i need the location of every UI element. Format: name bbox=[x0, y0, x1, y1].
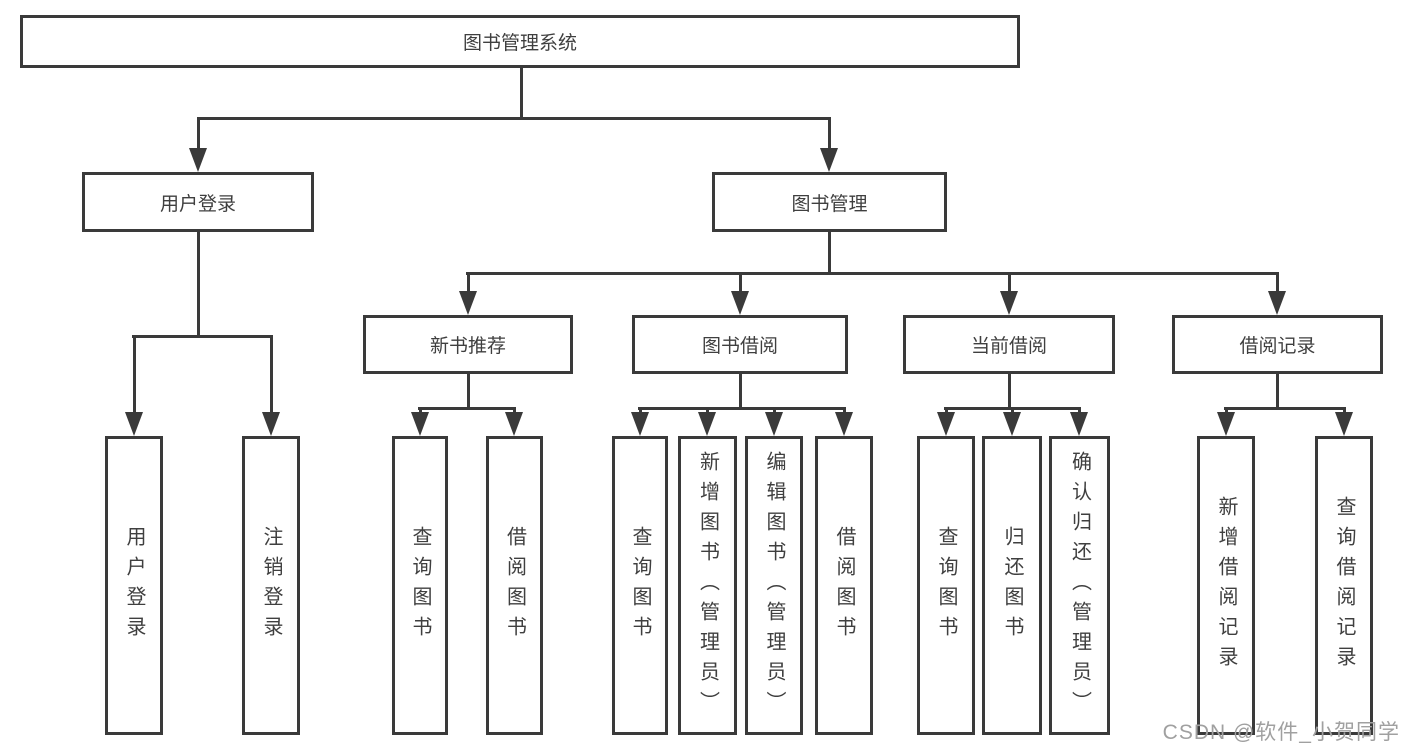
node-book-borrowing: 图书借阅 bbox=[632, 315, 848, 374]
leaf-borrowing-query-books: 查询图书 bbox=[612, 436, 668, 735]
connector-line bbox=[467, 374, 470, 410]
leaf-label: 归还图书 bbox=[1001, 525, 1023, 646]
connector-line bbox=[739, 374, 742, 410]
arrow-down-icon bbox=[189, 120, 207, 172]
leaf-return-books: 归还图书 bbox=[982, 436, 1042, 735]
leaf-label: 确认归还（管理员） bbox=[1068, 450, 1091, 721]
leaf-label: 查询图书 bbox=[409, 525, 431, 646]
connector-line bbox=[944, 407, 1081, 410]
leaf-recommend-query-books: 查询图书 bbox=[392, 436, 448, 735]
arrow-down-icon bbox=[1000, 275, 1018, 315]
arrow-down-icon bbox=[459, 275, 477, 315]
leaf-label: 借阅图书 bbox=[833, 525, 855, 646]
node-label: 用户登录 bbox=[159, 193, 236, 215]
leaf-query-borrow-record: 查询借阅记录 bbox=[1315, 436, 1373, 735]
leaf-current-query-books: 查询图书 bbox=[917, 436, 975, 735]
leaf-label: 查询借阅记录 bbox=[1333, 495, 1355, 676]
node-label: 图书借阅 bbox=[701, 336, 778, 357]
connector-line bbox=[1276, 374, 1279, 410]
leaf-borrowing-borrow-books: 借阅图书 bbox=[815, 436, 873, 735]
arrow-down-icon bbox=[505, 410, 523, 436]
arrow-down-icon bbox=[937, 410, 955, 436]
leaf-label: 借阅图书 bbox=[503, 525, 526, 646]
node-user-login-branch: 用户登录 bbox=[82, 172, 314, 232]
connector-line bbox=[520, 68, 523, 120]
arrow-down-icon bbox=[1070, 410, 1088, 436]
leaf-label: 新增借阅记录 bbox=[1215, 495, 1237, 676]
arrow-down-icon bbox=[698, 410, 716, 436]
arrow-down-icon bbox=[262, 338, 280, 436]
leaf-label: 查询图书 bbox=[935, 525, 957, 646]
leaf-label: 查询图书 bbox=[629, 525, 651, 646]
arrow-down-icon bbox=[765, 410, 783, 436]
arrow-down-icon bbox=[820, 120, 838, 172]
leaf-edit-books-admin: 编辑图书（管理员） bbox=[745, 436, 803, 735]
arrow-down-icon bbox=[1335, 410, 1353, 436]
leaf-label: 注销登录 bbox=[260, 525, 282, 646]
node-book-management-branch: 图书管理 bbox=[712, 172, 947, 232]
arrow-down-icon bbox=[631, 410, 649, 436]
leaf-recommend-borrow-books: 借阅图书 bbox=[486, 436, 543, 735]
connector-line bbox=[828, 232, 831, 275]
connector-line bbox=[197, 117, 831, 120]
leaf-user-login: 用户登录 bbox=[105, 436, 163, 735]
leaf-label: 新增图书（管理员） bbox=[696, 450, 719, 721]
arrow-down-icon bbox=[1217, 410, 1235, 436]
node-borrowing-records: 借阅记录 bbox=[1172, 315, 1383, 374]
arrow-down-icon bbox=[125, 338, 143, 436]
node-current-borrowing: 当前借阅 bbox=[903, 315, 1115, 374]
connector-line bbox=[418, 407, 516, 410]
leaf-logout: 注销登录 bbox=[242, 436, 300, 735]
csdn-watermark: CSDN @软件_小贺同学 bbox=[1162, 721, 1400, 744]
leaf-label: 编辑图书（管理员） bbox=[763, 450, 785, 721]
connector-line bbox=[197, 232, 200, 338]
node-library-system-root: 图书管理系统 bbox=[20, 15, 1020, 68]
leaf-add-borrow-record: 新增借阅记录 bbox=[1197, 436, 1255, 735]
connector-line bbox=[1224, 407, 1346, 410]
arrow-down-icon bbox=[1003, 410, 1021, 436]
connector-line bbox=[1008, 374, 1011, 410]
node-label: 当前借阅 bbox=[970, 336, 1047, 357]
leaf-add-books-admin: 新增图书（管理员） bbox=[678, 436, 737, 735]
leaf-confirm-return-admin: 确认归还（管理员） bbox=[1049, 436, 1110, 735]
connector-line bbox=[638, 407, 846, 410]
node-label: 图书管理系统 bbox=[462, 33, 577, 54]
arrow-down-icon bbox=[411, 410, 429, 436]
node-label: 借阅记录 bbox=[1239, 336, 1316, 357]
node-label: 新书推荐 bbox=[429, 336, 506, 357]
node-label: 图书管理 bbox=[791, 193, 868, 215]
node-new-book-recommendation: 新书推荐 bbox=[363, 315, 573, 374]
arrow-down-icon bbox=[835, 410, 853, 436]
leaf-label: 用户登录 bbox=[123, 525, 145, 646]
arrow-down-icon bbox=[1268, 275, 1286, 315]
arrow-down-icon bbox=[731, 275, 749, 315]
connector-line bbox=[132, 335, 273, 338]
connector-line bbox=[466, 272, 1279, 275]
